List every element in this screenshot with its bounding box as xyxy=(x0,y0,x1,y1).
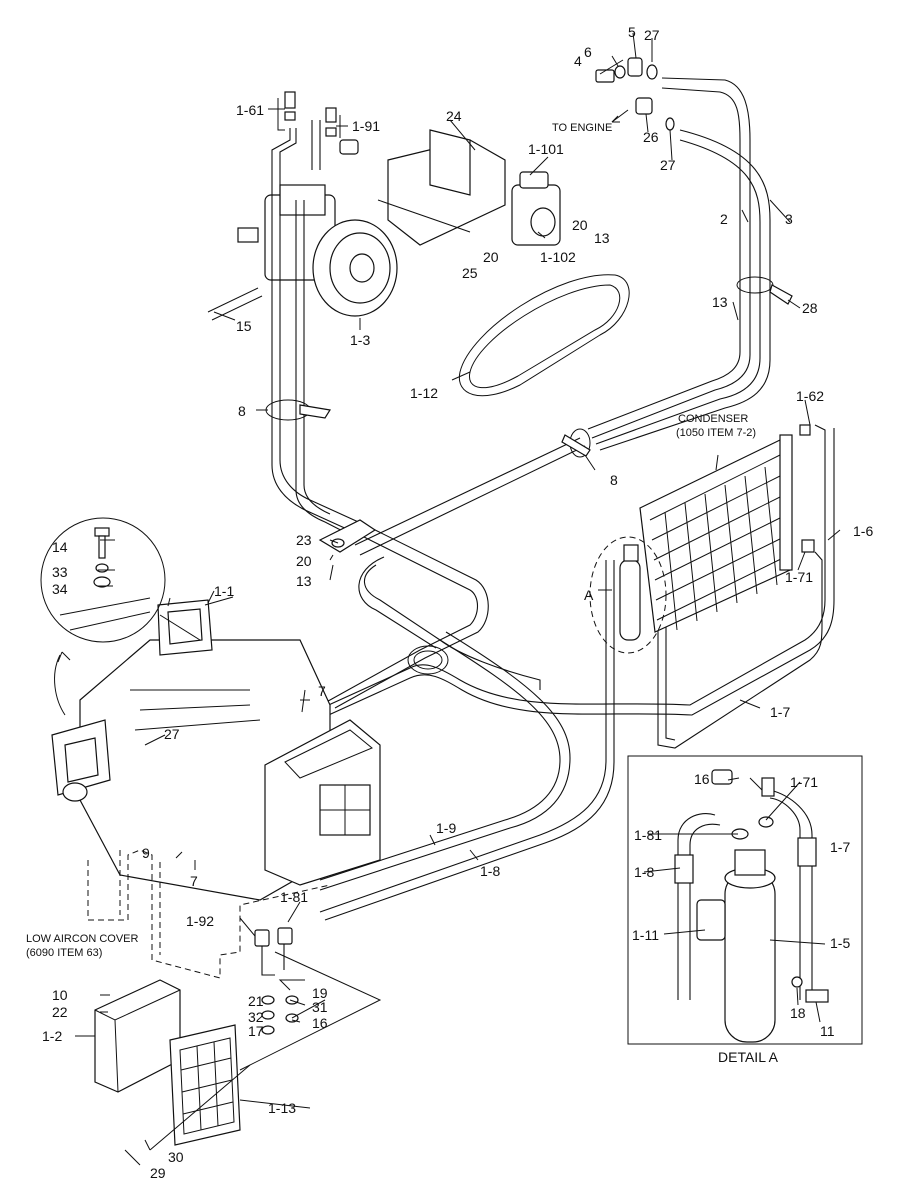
label-1-11: 1-11 xyxy=(632,927,659,943)
condenser-caption-2: (1050 ITEM 7-2) xyxy=(676,427,756,439)
clamp-8-lower xyxy=(561,428,591,458)
label-1-81-detail: 1-81 xyxy=(634,827,662,843)
label-24: 24 xyxy=(446,108,462,124)
label-32: 32 xyxy=(248,1009,264,1025)
filter-1-13 xyxy=(149,1024,251,1151)
compressor xyxy=(207,184,398,321)
detail-a-caption: DETAIL A xyxy=(718,1049,779,1065)
label-3: 3 xyxy=(785,211,793,227)
label-26: 26 xyxy=(643,129,659,145)
label-31: 31 xyxy=(312,999,328,1015)
condenser xyxy=(639,424,815,633)
label-1-91: 1-91 xyxy=(352,118,380,134)
label-7-upper: 7 xyxy=(318,683,326,699)
to-engine-caption: TO ENGINE xyxy=(552,122,612,134)
detail-a-box xyxy=(627,755,863,1045)
label-4: 4 xyxy=(574,53,582,69)
label-1-92: 1-92 xyxy=(186,913,214,929)
label-8-lower: 8 xyxy=(610,472,618,488)
label-21: 21 xyxy=(248,993,264,1009)
label-20-mid: 20 xyxy=(483,249,499,265)
label-23: 23 xyxy=(296,532,312,548)
label-16-low: 16 xyxy=(312,1015,328,1031)
label-1-1: 1-1 xyxy=(214,583,234,599)
label-34: 34 xyxy=(52,581,68,597)
label-20-low: 20 xyxy=(296,553,312,569)
label-13-top: 13 xyxy=(594,230,610,246)
label-1-3: 1-3 xyxy=(350,332,370,348)
label-1-6: 1-6 xyxy=(853,523,873,539)
hose-2-3 xyxy=(587,77,771,451)
fitting-group-top xyxy=(595,57,675,131)
receiver-dryer-1-101 xyxy=(511,171,561,246)
label-1-71: 1-71 xyxy=(785,569,813,585)
label-1-81-main: 1-81 xyxy=(280,889,308,905)
label-1-8-detail: 1-8 xyxy=(634,864,654,880)
cover-caption-2: (6090 ITEM 63) xyxy=(26,947,102,959)
label-9: 9 xyxy=(142,845,150,861)
label-1-7-detail: 1-7 xyxy=(830,839,850,855)
label-17: 17 xyxy=(248,1023,264,1039)
label-20-top: 20 xyxy=(572,217,588,233)
fitting-1-61 xyxy=(271,91,297,185)
mounting-bracket xyxy=(377,129,506,246)
label-2: 2 xyxy=(720,211,728,227)
label-1-101: 1-101 xyxy=(528,141,564,157)
grommet xyxy=(407,645,449,675)
bolt-detail-inset xyxy=(40,517,201,643)
label-7-lower: 7 xyxy=(190,873,198,889)
label-1-5: 1-5 xyxy=(830,935,850,951)
label-14: 14 xyxy=(52,539,68,555)
label-28: 28 xyxy=(802,300,818,316)
clamp-23 xyxy=(318,519,377,553)
label-1-8-main: 1-8 xyxy=(480,863,500,879)
label-5: 5 xyxy=(628,24,636,40)
label-11: 11 xyxy=(820,1023,835,1039)
label-1-61: 1-61 xyxy=(236,102,264,118)
label-33: 33 xyxy=(52,564,68,580)
label-13-low: 13 xyxy=(296,573,312,589)
label-10: 10 xyxy=(52,987,68,1003)
label-a: A xyxy=(584,587,594,603)
label-1-71-detail: 1-71 xyxy=(790,774,818,790)
label-8-upper: 8 xyxy=(238,403,246,419)
label-25: 25 xyxy=(462,265,478,281)
label-27-left: 27 xyxy=(164,726,180,742)
label-1-7-main: 1-7 xyxy=(770,704,790,720)
clamp-28 xyxy=(736,276,793,305)
label-27-top: 27 xyxy=(644,27,660,43)
label-1-102: 1-102 xyxy=(540,249,576,265)
label-16-detail: 16 xyxy=(694,771,710,787)
drive-belt xyxy=(458,274,630,397)
access-panel-1-2 xyxy=(94,979,181,1093)
label-1-62: 1-62 xyxy=(796,388,824,404)
label-15: 15 xyxy=(236,318,252,334)
leader-panel xyxy=(239,951,382,1071)
hose-main-runs xyxy=(271,185,835,921)
label-6: 6 xyxy=(584,44,592,60)
label-1-9: 1-9 xyxy=(436,820,456,836)
receiver-dryer-1-5 xyxy=(589,536,667,654)
part-labels: 1-61 1-91 24 1-101 20 13 1-102 20 25 15 … xyxy=(26,24,873,1181)
label-22: 22 xyxy=(52,1004,68,1020)
condenser-caption-1: CONDENSER xyxy=(678,413,748,425)
evaporator-heater-unit xyxy=(51,599,381,901)
label-29: 29 xyxy=(150,1165,166,1181)
label-19: 19 xyxy=(312,985,328,1001)
leader-lines xyxy=(75,32,841,1166)
label-1-2: 1-2 xyxy=(42,1028,62,1044)
cover-caption-1: LOW AIRCON COVER xyxy=(26,933,139,945)
label-27-mid: 27 xyxy=(660,157,676,173)
label-1-12: 1-12 xyxy=(410,385,438,401)
label-18: 18 xyxy=(790,1005,806,1021)
clamp-8-upper xyxy=(265,399,331,421)
label-1-13: 1-13 xyxy=(268,1100,296,1116)
fitting-1-91 xyxy=(311,107,359,170)
low-aircon-cover xyxy=(87,849,331,979)
label-13-right: 13 xyxy=(712,294,728,310)
label-30: 30 xyxy=(168,1149,184,1165)
